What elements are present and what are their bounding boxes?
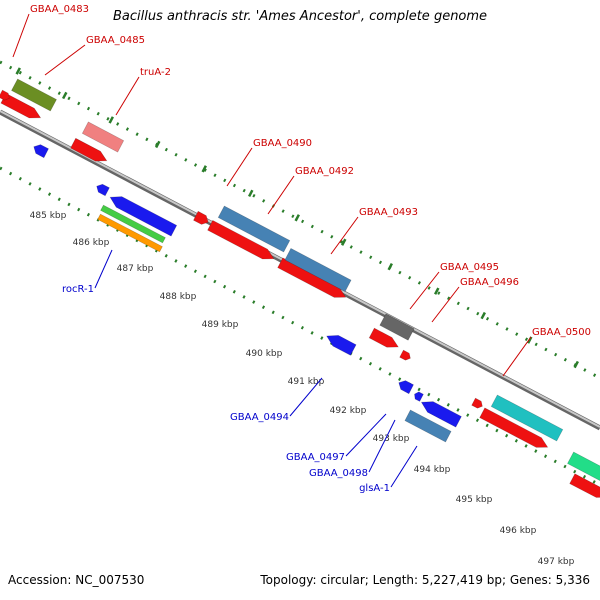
gene-feature bbox=[11, 78, 57, 112]
gene-feature bbox=[479, 407, 549, 448]
gene-label: GBAA_0497 bbox=[286, 452, 345, 463]
gene-label: rocR-1 bbox=[62, 284, 94, 295]
major-tick-upper bbox=[294, 214, 300, 222]
gene-label: GBAA_0483 bbox=[30, 4, 89, 15]
gene-feature bbox=[217, 205, 291, 253]
label-leader bbox=[409, 271, 440, 310]
gene-feature bbox=[109, 196, 178, 237]
gene-feature bbox=[326, 335, 357, 356]
label-leader bbox=[12, 13, 30, 58]
label-leader bbox=[115, 76, 140, 116]
gene-feature bbox=[0, 92, 42, 119]
label-leader bbox=[368, 419, 396, 473]
gene-feature bbox=[193, 210, 209, 225]
gene-feature bbox=[399, 349, 411, 361]
label-leader bbox=[267, 175, 295, 215]
scale-label: 486 kbp bbox=[73, 238, 110, 248]
major-tick-upper bbox=[340, 238, 347, 246]
major-tick-upper bbox=[15, 67, 21, 75]
gene-feature bbox=[471, 397, 483, 409]
scale-label: 493 kbp bbox=[373, 434, 410, 444]
reverse-tick-ruler bbox=[0, 166, 600, 487]
label-leader bbox=[94, 249, 113, 289]
major-tick-upper bbox=[61, 91, 68, 100]
gene-feature bbox=[398, 380, 414, 395]
gene-label: glsA-1 bbox=[359, 483, 390, 494]
label-leader bbox=[44, 44, 86, 76]
gene-feature bbox=[97, 213, 163, 253]
gene-feature bbox=[0, 89, 10, 101]
scale-label: 494 kbp bbox=[414, 465, 451, 475]
scale-label: 491 kbp bbox=[288, 377, 325, 387]
gene-label: GBAA_0496 bbox=[460, 277, 519, 288]
gene-label: GBAA_0493 bbox=[359, 207, 418, 218]
scale-label: 489 kbp bbox=[202, 320, 239, 330]
scale-label: 497 kbp bbox=[538, 557, 575, 567]
gene-label: GBAA_0495 bbox=[440, 262, 499, 273]
gene-feature bbox=[368, 327, 399, 348]
scale-label: 496 kbp bbox=[500, 526, 537, 536]
major-tick-upper bbox=[573, 360, 579, 369]
gene-feature bbox=[100, 204, 166, 244]
gene-feature bbox=[96, 183, 110, 197]
gene-feature bbox=[420, 401, 462, 428]
gene-label: GBAA_0490 bbox=[253, 138, 312, 149]
gene-label: truA-2 bbox=[140, 67, 171, 78]
scale-label: 488 kbp bbox=[160, 292, 197, 302]
scale-label: 487 kbp bbox=[117, 264, 154, 274]
gene-label: GBAA_0492 bbox=[295, 166, 354, 177]
label-leader bbox=[345, 413, 387, 457]
major-tick-upper bbox=[247, 189, 254, 198]
gene-feature bbox=[414, 391, 424, 402]
label-leader bbox=[390, 445, 418, 488]
gene-feature bbox=[33, 144, 49, 159]
scale-label: 492 kbp bbox=[330, 406, 367, 416]
label-leader bbox=[431, 286, 460, 323]
label-leader bbox=[289, 377, 323, 417]
gene-label: GBAA_0500 bbox=[532, 327, 591, 338]
gene-feature bbox=[207, 219, 275, 260]
gene-label: GBAA_0498 bbox=[309, 468, 368, 479]
gene-feature bbox=[379, 313, 415, 341]
major-tick-upper bbox=[433, 287, 440, 295]
major-tick-upper bbox=[480, 311, 486, 320]
gene-feature bbox=[81, 121, 125, 153]
major-tick-upper bbox=[108, 116, 114, 124]
label-leader bbox=[330, 216, 359, 255]
topology-text: Topology: circular; Length: 5,227,419 bp… bbox=[260, 573, 590, 587]
gene-feature bbox=[284, 247, 352, 293]
gene-feature bbox=[569, 473, 600, 498]
scale-label: 490 kbp bbox=[246, 349, 283, 359]
major-tick-upper bbox=[154, 140, 161, 149]
label-leader bbox=[226, 147, 253, 187]
gene-feature bbox=[490, 394, 564, 442]
accession-text: Accession: NC_007530 bbox=[8, 573, 145, 587]
scale-label: 485 kbp bbox=[30, 211, 67, 221]
scale-label: 495 kbp bbox=[456, 495, 493, 505]
forward-tick-ruler bbox=[0, 60, 600, 380]
gene-feature bbox=[404, 409, 452, 443]
gene-label: GBAA_0485 bbox=[86, 35, 145, 46]
gene-feature bbox=[70, 137, 108, 162]
map-title: Bacillus anthracis str. 'Ames Ancestor',… bbox=[112, 9, 488, 24]
gene-label: GBAA_0494 bbox=[230, 412, 289, 423]
label-leader bbox=[502, 336, 532, 377]
major-tick-upper bbox=[201, 165, 207, 173]
major-tick-upper bbox=[387, 263, 393, 271]
